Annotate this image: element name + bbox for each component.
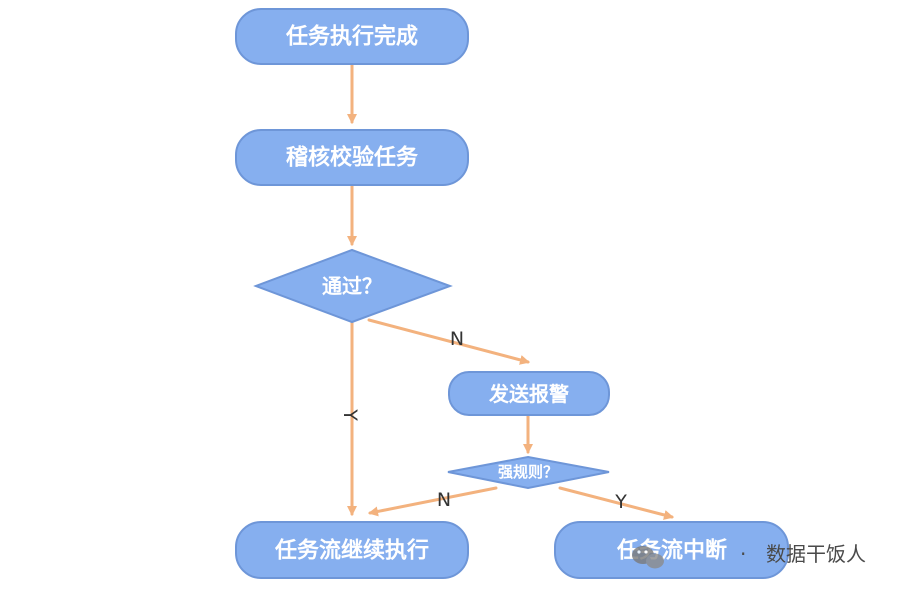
- decision-strong-rule: 强规则？: [447, 455, 610, 490]
- decision-passed-diamond: [253, 248, 453, 324]
- decision-passed: 通过？: [253, 248, 453, 324]
- node-task-complete-box: [235, 8, 469, 65]
- edge-label-strong-yes: Y: [614, 491, 627, 513]
- node-continue-flow-label: 任务流继续执行: [274, 538, 429, 564]
- edge-label-passed-yes: Y: [339, 408, 361, 421]
- edge-label-passed-no: N: [450, 328, 464, 350]
- node-interrupt-flow-label: 任务流中断: [616, 538, 727, 564]
- edge-label-strong-no: N: [437, 489, 451, 511]
- watermark-dot: ·: [740, 542, 746, 566]
- node-task-complete-label: 任务执行完成: [285, 24, 418, 50]
- node-continue-flow: 任务流继续执行: [235, 521, 469, 579]
- node-audit-task: 稽核校验任务: [235, 129, 469, 186]
- decision-passed-label: 通过？: [322, 274, 382, 298]
- decision-strong-rule-diamond: [447, 455, 610, 490]
- watermark-text: 数据干饭人: [766, 542, 866, 566]
- arrow-decision-no-to-alert: [367, 318, 530, 365]
- node-continue-flow-box: [235, 521, 469, 579]
- node-task-complete: 任务执行完成: [235, 8, 469, 65]
- connectors: [347, 63, 674, 520]
- node-audit-task-box: [235, 129, 469, 186]
- decision-strong-rule-label: 强规则？: [498, 463, 558, 481]
- wechat-icon: [632, 546, 664, 569]
- node-send-alert-box: [448, 371, 610, 416]
- arrow-strong-no-to-continue: [368, 486, 498, 517]
- node-send-alert-label: 发送报警: [488, 382, 569, 406]
- watermark: · 数据干饭人: [632, 542, 866, 569]
- node-send-alert: 发送报警: [448, 371, 610, 416]
- node-audit-task-label: 稽核校验任务: [286, 145, 419, 171]
- node-interrupt-flow: 任务流中断: [554, 521, 789, 579]
- node-interrupt-flow-box: [554, 521, 789, 579]
- arrow-strong-yes-to-interrupt: [558, 486, 674, 520]
